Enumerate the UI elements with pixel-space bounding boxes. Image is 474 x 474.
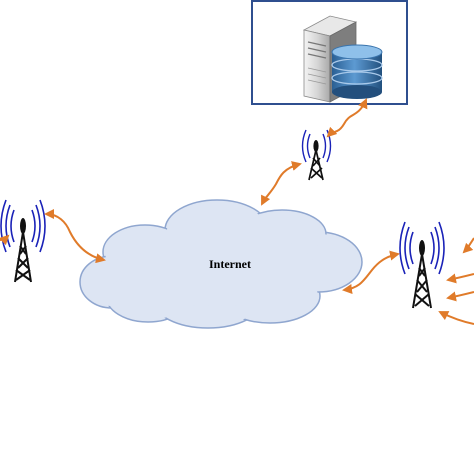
tower-top-icon [301, 129, 332, 181]
database-cylinder-icon [331, 44, 383, 99]
link-right-offscreen-1 [462, 237, 474, 254]
tower-left-icon [0, 199, 46, 283]
tower-right-icon [399, 221, 445, 309]
internet-cloud: Internet [79, 199, 363, 329]
links [0, 98, 474, 325]
link-right-offscreen-3 [446, 291, 474, 302]
link-left-offscreen [0, 234, 10, 246]
link-right-offscreen-4 [438, 311, 474, 325]
cloud-label: Internet [209, 257, 251, 271]
link-left-tower-to-cloud [44, 209, 106, 264]
server-box [251, 0, 408, 105]
link-top-tower-to-cloud [261, 161, 302, 206]
link-right-offscreen-2 [446, 273, 474, 284]
link-cloud-to-right-tower [342, 250, 400, 294]
link-server-to-top-tower [326, 98, 368, 138]
